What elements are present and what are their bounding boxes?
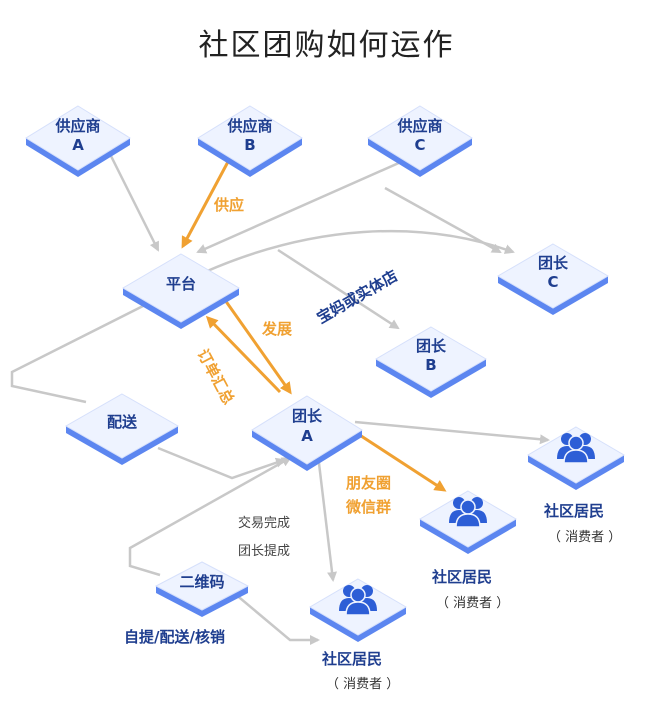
connector-platform-leader-c bbox=[204, 229, 515, 274]
page-title: 社区团购如何运作 bbox=[198, 28, 455, 63]
resident-right-sub: （ 消费者 ） bbox=[548, 530, 622, 545]
moments-annotation: 朋友圈 bbox=[346, 474, 392, 492]
leader-b-label: 团长 bbox=[415, 337, 446, 355]
diamond-top bbox=[122, 253, 240, 323]
users-icon bbox=[449, 497, 487, 528]
resident-bottom-sub: （ 消费者 ） bbox=[326, 677, 400, 692]
supplier-c-letter: C bbox=[414, 136, 426, 154]
diamond-base bbox=[197, 105, 303, 177]
diamond-base bbox=[375, 326, 487, 398]
leader-a-letter: A bbox=[301, 427, 313, 445]
resident-bottom-node bbox=[309, 575, 407, 642]
qrcode-label: 二维码 bbox=[179, 573, 225, 591]
leader-c-node: 团长 C bbox=[497, 240, 609, 315]
qrcode-node: 二维码 bbox=[154, 558, 250, 617]
diamond-top bbox=[64, 393, 180, 459]
supplier-c-node: 供应商 C bbox=[367, 102, 473, 177]
platform-node: 平台 bbox=[122, 250, 240, 329]
supplier-b-label: 供应商 bbox=[227, 117, 273, 135]
resident-right-node bbox=[527, 423, 625, 490]
supplier-a-node: 供应商 A bbox=[25, 102, 131, 177]
trade-complete-annotation: 交易完成 bbox=[238, 516, 291, 531]
diamond-top bbox=[251, 395, 363, 465]
diamond-top bbox=[367, 105, 473, 171]
connector-supplier-c-platform bbox=[196, 156, 411, 254]
connector-develop-orange bbox=[223, 299, 292, 395]
diamond-base bbox=[367, 105, 473, 177]
diamond-base bbox=[251, 395, 363, 471]
diamond-base bbox=[25, 105, 131, 177]
diamond-side bbox=[368, 138, 472, 177]
diamond-side bbox=[26, 138, 130, 177]
diamond-base bbox=[122, 253, 240, 329]
diamond-side bbox=[376, 359, 486, 398]
diamond-base bbox=[497, 243, 609, 315]
connector-leader-a-resident-bottom bbox=[316, 454, 338, 582]
supplier-c-label: 供应商 bbox=[397, 117, 443, 135]
connector-moments-orange bbox=[354, 430, 447, 492]
diamond-base bbox=[64, 393, 180, 465]
supplier-a-letter: A bbox=[72, 136, 84, 154]
connector-supplier-a-platform bbox=[106, 149, 160, 252]
connector-supply-orange bbox=[181, 157, 232, 249]
resident-right-name: 社区居民 bbox=[544, 502, 605, 520]
diamond-side bbox=[156, 586, 248, 617]
diamond-side bbox=[198, 138, 302, 177]
connector-qrcode-resident-bottom bbox=[227, 587, 320, 645]
diamond-top bbox=[25, 105, 131, 171]
users-icon bbox=[557, 433, 595, 464]
diamond-top bbox=[375, 326, 487, 392]
delivery-label: 配送 bbox=[106, 413, 137, 431]
leader-a-node: 团长 A bbox=[251, 392, 363, 471]
leader-c-label: 团长 bbox=[537, 254, 568, 272]
diamond-base bbox=[154, 561, 250, 617]
leader-b-node: 团长 B bbox=[375, 323, 487, 398]
diamond-side bbox=[123, 288, 239, 329]
resident-middle-name: 社区居民 bbox=[432, 568, 493, 586]
diamond-top bbox=[497, 243, 609, 309]
users-icon bbox=[339, 585, 377, 616]
platform-label: 平台 bbox=[165, 275, 196, 293]
delivery-node: 配送 bbox=[64, 390, 180, 465]
connector-platform-leader-b bbox=[277, 248, 400, 330]
supply-annotation: 供应 bbox=[214, 196, 245, 214]
wechat-group-annotation: 微信群 bbox=[346, 498, 392, 516]
supplier-b-letter: B bbox=[244, 136, 256, 154]
diamond-side bbox=[252, 430, 362, 471]
connector-qrcode-leader-a bbox=[128, 456, 292, 577]
diamond-top bbox=[154, 561, 250, 611]
resident-middle-sub: （ 消费者 ） bbox=[436, 596, 510, 611]
develop-annotation: 发展 bbox=[262, 320, 293, 338]
leader-a-label: 团长 bbox=[291, 407, 322, 425]
resident-middle-node bbox=[419, 487, 517, 554]
leader-c-letter: C bbox=[547, 273, 559, 291]
pickup-annotation: 自提/配送/核销 bbox=[124, 628, 225, 646]
diamond-top bbox=[197, 105, 303, 171]
connector-platform-delivery bbox=[10, 303, 146, 404]
diamond-side bbox=[66, 426, 178, 465]
diamond-side bbox=[498, 276, 608, 315]
resident-bottom-name: 社区居民 bbox=[322, 650, 383, 668]
connector-leader-a-resident-right bbox=[354, 420, 550, 445]
leader-b-letter: B bbox=[425, 356, 437, 374]
supplier-b-node: 供应商 B bbox=[197, 102, 303, 177]
supplier-a-label: 供应商 bbox=[55, 117, 101, 135]
leader-commission-annotation: 团长提成 bbox=[238, 544, 291, 559]
connector-delivery-leader-a bbox=[157, 446, 286, 480]
connector-order-summary-orange bbox=[205, 315, 282, 394]
